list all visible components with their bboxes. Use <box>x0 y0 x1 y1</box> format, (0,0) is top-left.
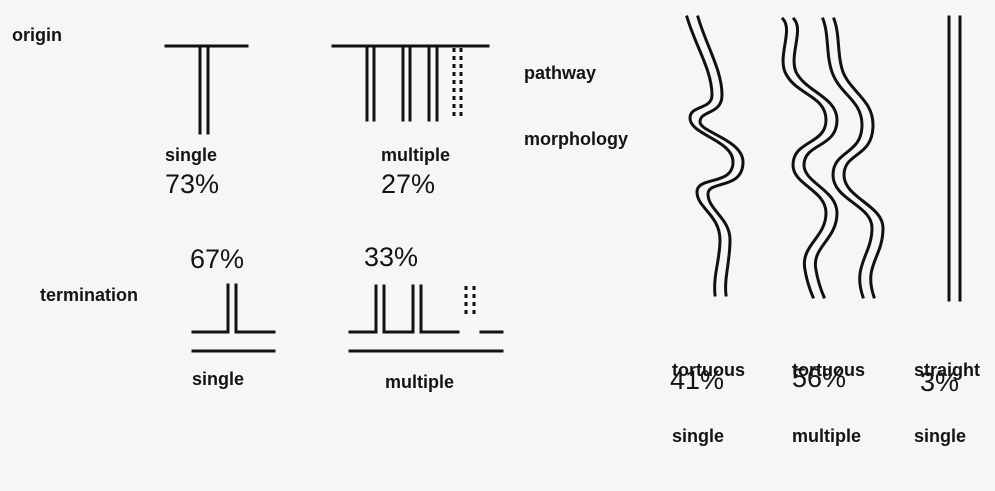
tortuous-multiple-percent: 56% <box>792 363 847 393</box>
tortuous-single-percent: 41% <box>670 365 725 395</box>
termination-single-figure <box>191 283 276 353</box>
origin-multiple-label: multiple <box>381 145 451 165</box>
straight-single-figure <box>947 15 962 302</box>
termination-heading: termination <box>40 285 139 305</box>
straight-single-percent: 3% <box>920 367 960 397</box>
tortuous-multiple-figure <box>780 16 885 299</box>
tortuous-multiple-label-line1: tortuous <box>792 360 865 380</box>
origin-multiple-figure <box>331 44 490 122</box>
tortuous-single-figure <box>685 15 745 297</box>
tortuous-single-label-line2: single <box>672 426 725 446</box>
termination-multiple-percent: 33% <box>364 242 419 272</box>
straight-single-label-line2: single <box>914 426 967 446</box>
straight-single-label-line1: straight <box>914 360 981 380</box>
origin-multiple-percent: 27% <box>381 169 436 199</box>
origin-single-percent: 73% <box>165 169 220 199</box>
pathway-heading-line2: morphology <box>524 129 628 149</box>
origin-single-figure <box>164 44 249 135</box>
pathway-heading-line1: pathway <box>524 63 597 83</box>
termination-single-percent: 67% <box>190 244 245 274</box>
termination-multiple-label: multiple <box>385 372 455 392</box>
pathway-heading: pathway morphology <box>524 18 628 194</box>
origin-single-label: single <box>165 145 218 165</box>
termination-single-label: single <box>192 369 245 389</box>
tortuous-multiple-label: tortuous multiple <box>792 315 865 491</box>
origin-heading: origin <box>12 25 62 45</box>
tortuous-single-label-line1: tortuous <box>672 360 745 380</box>
tortuous-multiple-label-line2: multiple <box>792 426 862 446</box>
diagram-drawing <box>164 15 962 353</box>
straight-single-label: straight single <box>914 315 980 491</box>
tortuous-single-label: tortuous single <box>672 315 745 491</box>
termination-multiple-figure <box>348 284 504 353</box>
diagram-canvas: origin single 73% multiple 27% terminati… <box>12 15 980 446</box>
